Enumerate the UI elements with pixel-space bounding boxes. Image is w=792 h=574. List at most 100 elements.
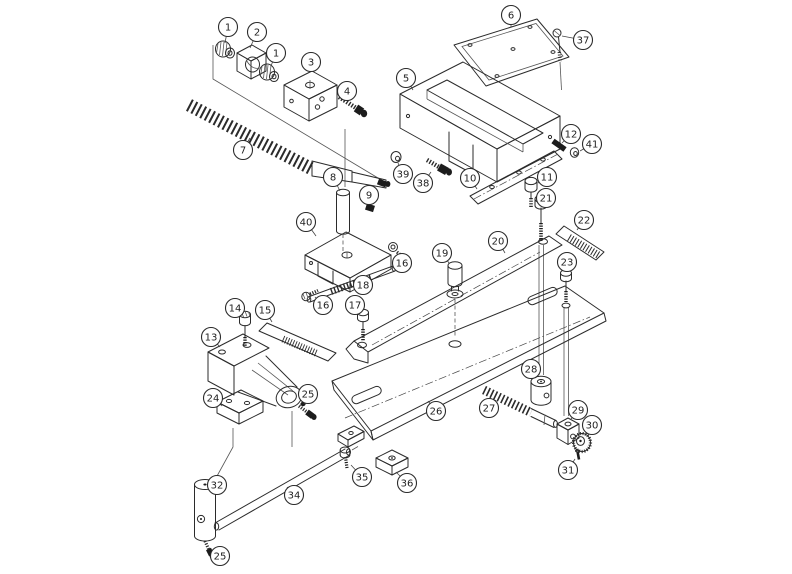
balloon-24: 24 (202, 387, 224, 409)
balloon-circle (265, 42, 287, 64)
balloon-31: 31 (557, 458, 579, 481)
balloon-circle (412, 172, 434, 194)
balloon-21: 21 (535, 187, 557, 209)
part-15-scale-plate-drawing (258, 322, 337, 362)
part-13-clamp-arm-drawing (207, 333, 306, 409)
balloon-11: 11 (536, 166, 558, 188)
balloon-2: 2 (246, 21, 268, 49)
balloon-number: 4 (344, 87, 350, 98)
balloon-16: 16 (312, 294, 334, 316)
balloon-number: 27 (483, 404, 496, 415)
balloon-23: 23 (556, 251, 578, 273)
balloon-29: 29 (567, 399, 589, 421)
balloon-number: 28 (525, 365, 538, 376)
balloon-circle (567, 399, 589, 421)
part-19-bushing-drawing (446, 261, 464, 348)
balloon-20: 20 (487, 230, 509, 254)
balloon-circle (431, 242, 453, 264)
balloon-circle (312, 294, 334, 316)
part-7-leadscrew-drawing (185, 99, 391, 189)
balloon-number: 31 (562, 466, 575, 477)
part-37-screw-drawing (552, 28, 563, 63)
alignment-lines (212, 45, 569, 478)
part-22-scale-ruler-drawing (555, 225, 605, 261)
balloon-circle (581, 414, 603, 436)
part-9-nut-drawing (365, 203, 375, 213)
balloon-number: 13 (205, 333, 218, 344)
balloon-number: 32 (211, 481, 224, 492)
balloon-4: 4 (336, 80, 358, 102)
balloon-34: 34 (283, 484, 305, 506)
balloon-number: 25 (214, 552, 227, 563)
part-20-clamp-bar-drawing (345, 235, 563, 364)
balloon-26: 26 (425, 400, 447, 422)
balloon-circle (572, 29, 594, 51)
part-3-bearing-housing-drawing (283, 70, 338, 122)
part-31-pin-drawing (575, 449, 581, 460)
balloon-circle (283, 484, 305, 506)
balloon-number: 9 (366, 191, 372, 202)
balloon-number: 1 (225, 23, 231, 34)
balloon-number: 24 (207, 394, 220, 405)
part-16-hex-screw-right-drawing (388, 242, 406, 260)
balloon-circle (520, 358, 542, 380)
balloon-number: 14 (229, 304, 242, 315)
balloon-circle (459, 167, 481, 189)
part-1-knurled-nut-drawing (215, 40, 235, 59)
balloon-number: 37 (577, 36, 590, 47)
balloon-circle (391, 252, 413, 274)
balloon-number: 10 (464, 174, 477, 185)
balloon-circle (358, 184, 380, 206)
balloon-number: 30 (586, 421, 599, 432)
part-26-base-plate-drawing (331, 285, 607, 441)
balloon-30: 30 (581, 414, 603, 436)
balloon-25: 25 (209, 545, 231, 567)
part-12-pin-drawing (551, 138, 567, 152)
part-14-bolt-drawing (239, 310, 251, 347)
balloon-10: 10 (459, 167, 481, 190)
part-40-nut-block-drawing (304, 231, 392, 293)
balloon-number: 22 (578, 216, 591, 227)
balloon-number: 36 (401, 479, 414, 490)
part-6-cover-plate-drawing (453, 18, 570, 87)
balloon-6: 6 (500, 4, 522, 27)
balloon-circle (246, 21, 268, 43)
balloon-circle (396, 472, 418, 494)
balloon-circle (535, 187, 557, 209)
balloon-number: 2 (254, 28, 260, 39)
balloon-number: 20 (492, 237, 505, 248)
balloon-number: 35 (356, 473, 369, 484)
balloon-number: 16 (317, 301, 330, 312)
balloon-circle (536, 166, 558, 188)
balloon-37: 37 (561, 29, 594, 51)
balloon-circle (478, 397, 500, 419)
balloon-number: 40 (300, 218, 313, 229)
balloon-circle (322, 166, 344, 188)
balloon-number: 16 (396, 259, 409, 270)
part-16-hex-screw-left-drawing (301, 289, 319, 302)
balloon-circle (581, 133, 603, 155)
part-2-flange-block-drawing (236, 44, 267, 80)
balloon-22: 22 (573, 209, 595, 231)
part-39-washer-drawing (390, 151, 402, 163)
balloon-number: 3 (308, 58, 314, 69)
part-41-washer-drawing (569, 147, 580, 158)
balloon-circle (254, 299, 276, 321)
balloon-13: 13 (200, 326, 222, 348)
balloon-number: 21 (540, 194, 553, 205)
balloon-number: 29 (572, 406, 585, 417)
balloon-7: 7 (232, 137, 254, 161)
balloon-27: 27 (478, 397, 500, 419)
balloon-number: 17 (349, 301, 362, 312)
balloon-circle (573, 209, 595, 231)
balloon-number: 1 (273, 49, 279, 60)
balloon-32: 32 (206, 474, 228, 496)
balloon-circle (392, 163, 414, 185)
part-1b-knurled-nut-drawing (259, 63, 279, 82)
balloon-17: 17 (344, 294, 366, 316)
balloon-number: 34 (288, 491, 301, 502)
balloon-number: 23 (561, 258, 574, 269)
balloon-36: 36 (395, 471, 418, 494)
